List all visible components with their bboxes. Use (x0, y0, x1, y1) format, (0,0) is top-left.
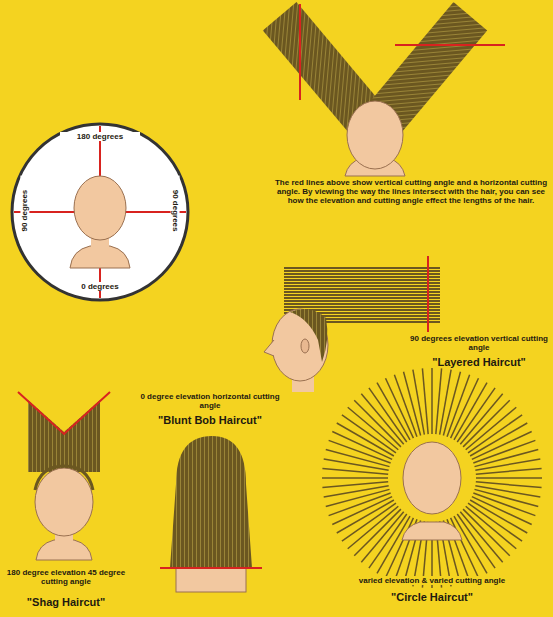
hair-ray (468, 415, 522, 453)
hair-ray (440, 370, 451, 435)
hair-strand (284, 300, 440, 302)
hair-strand (284, 276, 440, 278)
hair-ray (475, 450, 539, 467)
hair-ray (377, 383, 410, 440)
hair-ray (475, 486, 540, 497)
hair-ray (457, 514, 495, 568)
hair-ray (326, 489, 390, 506)
hair-ray (475, 489, 539, 506)
hair-strand (284, 273, 440, 275)
hair-ray (431, 368, 433, 434)
hair-ray (422, 368, 428, 434)
hair-strand (284, 267, 440, 269)
hair-ray (476, 477, 542, 479)
degree-label: 0 degrees (65, 282, 135, 291)
hair-ray (332, 432, 392, 460)
hair-ray (337, 500, 394, 533)
hair-strand (284, 303, 440, 305)
circle-haircut-figure (322, 368, 542, 588)
hair-strand (284, 294, 440, 296)
hair-ray (326, 450, 390, 467)
hair-strand (284, 291, 440, 293)
hair-ray (329, 493, 391, 516)
technique-note: 180 degree elevation 45 degree cutting a… (2, 568, 130, 586)
hair-ray (322, 482, 388, 488)
hair-strand (284, 297, 440, 299)
technique-note: 90 degrees elevation vertical cutting an… (408, 334, 550, 352)
hair-strand (284, 288, 440, 290)
degree-label: 90 degrees (170, 176, 179, 246)
haircut-name: "Shag Haircut" (2, 596, 130, 609)
haircut-name: "Circle Haircut" (340, 591, 524, 604)
shag-haircut-figure (18, 392, 110, 560)
hair-strand (284, 282, 440, 284)
hair-ray (472, 497, 532, 525)
hair-ray (470, 423, 527, 456)
hair-ray (394, 375, 417, 437)
hair-strand (284, 306, 440, 308)
hair-ray (369, 388, 407, 442)
hair-ray (454, 516, 487, 573)
hair-ray (473, 440, 535, 463)
hair-strand (284, 279, 440, 281)
haircut-name: "Blunt Bob Haircut" (140, 414, 280, 427)
hair-strand (284, 270, 440, 272)
hair-ray (342, 503, 396, 541)
technique-note: varied elevation & varied cutting angle (340, 576, 524, 585)
hair-ray (322, 477, 388, 479)
hair-strand (284, 285, 440, 287)
elevation-circle (12, 124, 188, 300)
hair-ray (476, 468, 542, 474)
hair-ray (404, 372, 421, 436)
caption-note: The red lines above show vertical cuttin… (272, 178, 550, 206)
hair-ray (451, 378, 479, 438)
hair-ray (324, 459, 389, 470)
haircut-name: "Layered Haircut" (408, 356, 550, 369)
blunt-bob-figure (160, 436, 262, 592)
degree-label: 90 degrees (20, 176, 29, 246)
hair-ray (443, 372, 460, 436)
degree-label: 180 degrees (60, 132, 140, 141)
v-section-diagram (263, 2, 505, 176)
technique-note: 0 degree elevation horizontal cutting an… (140, 392, 280, 410)
